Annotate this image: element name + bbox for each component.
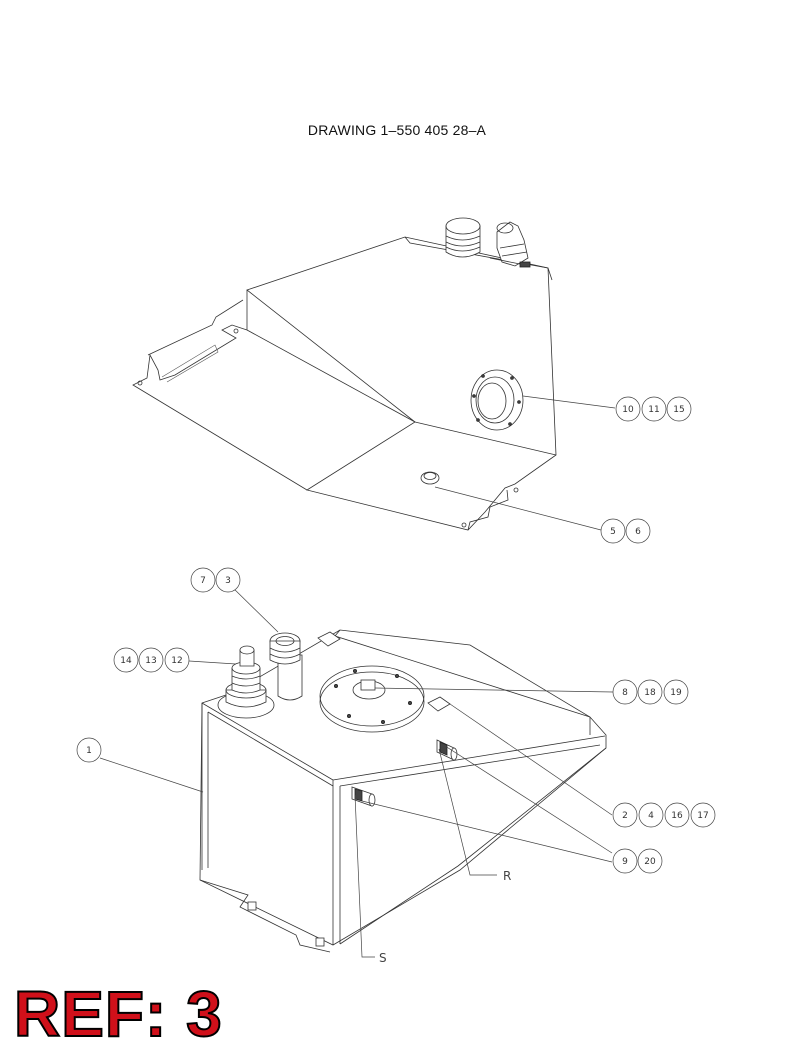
filler-cap-top xyxy=(445,217,481,258)
callout-group-filler: 14 13 12 xyxy=(113,647,190,673)
callout-number: 4 xyxy=(648,811,654,821)
callout-number: 16 xyxy=(671,811,683,821)
callout-number: 9 xyxy=(622,857,628,867)
callout-number: 10 xyxy=(622,405,634,415)
callout-number: 1 xyxy=(86,746,92,756)
callout-number: 20 xyxy=(644,857,656,867)
callout-number: 14 xyxy=(120,656,132,666)
callout-number: 7 xyxy=(200,576,206,586)
port-label-suction: S xyxy=(379,951,387,965)
callout-group-top-plate: 8 18 19 xyxy=(612,679,689,705)
callout-number: 8 xyxy=(622,688,628,698)
top-access-plate xyxy=(319,665,425,733)
drawing-title: DRAWING 1–550 405 28–A xyxy=(307,122,487,138)
callout-number: 15 xyxy=(673,405,684,415)
callout-number: 6 xyxy=(635,527,641,537)
callout-number: 11 xyxy=(648,405,659,415)
callout-number: 19 xyxy=(670,688,682,698)
callout-number: 12 xyxy=(171,656,182,666)
callout-number: 17 xyxy=(697,811,708,821)
callout-group-upper-cover: 10 11 15 xyxy=(615,396,692,422)
breather xyxy=(269,632,303,701)
callout-number: 13 xyxy=(145,656,156,666)
elbow-fitting-top xyxy=(489,221,531,268)
callout-group-fittings: 9 20 xyxy=(612,848,663,874)
callout-group-breather: 7 3 xyxy=(190,567,241,593)
port-label-return: R xyxy=(503,869,511,883)
callout-group-tank: 1 xyxy=(76,737,102,763)
callout-group-side-plate: 2 4 16 17 xyxy=(612,802,716,828)
upper-tank-view xyxy=(132,217,557,531)
callout-group-upper-drain: 5 6 xyxy=(600,518,651,544)
callout-number: 18 xyxy=(644,688,656,698)
cover-plate xyxy=(470,369,524,431)
drain-plug xyxy=(420,471,440,485)
callout-number: 2 xyxy=(622,811,628,821)
callout-number: 5 xyxy=(610,527,616,537)
fitting-r xyxy=(436,739,458,761)
filler-neck xyxy=(217,645,275,719)
callout-number: 3 xyxy=(225,576,231,586)
reference-label: REF: 3 xyxy=(13,978,223,1050)
lower-tank-view xyxy=(199,629,607,953)
